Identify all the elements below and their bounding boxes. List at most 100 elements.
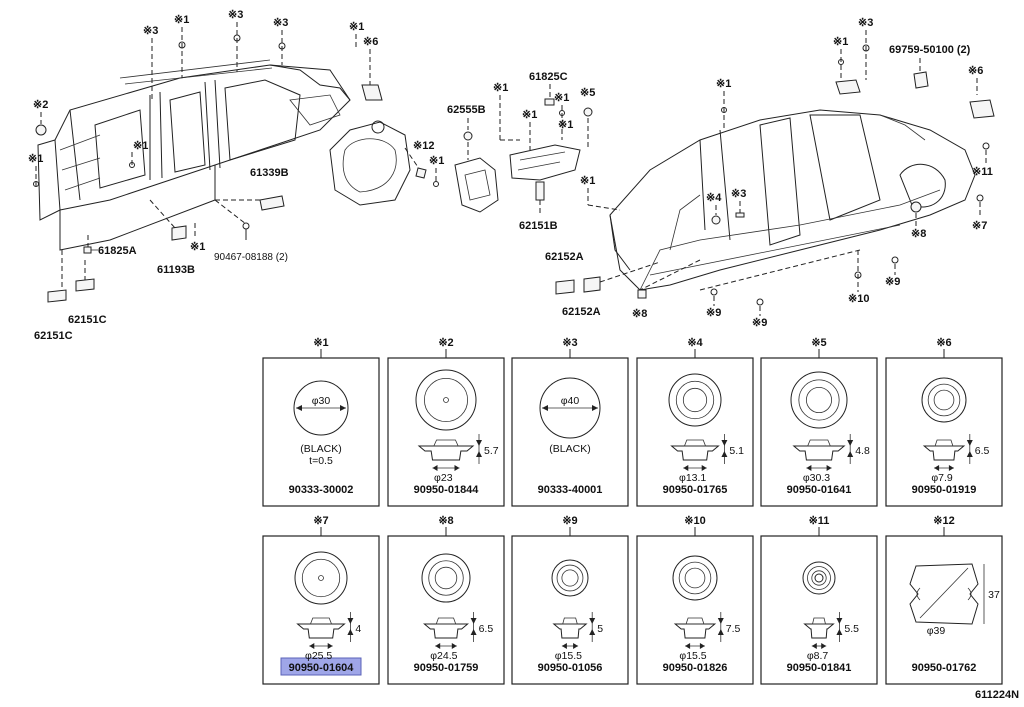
callout-left-top-3c: ※3 xyxy=(273,17,288,29)
diameter-label: φ8.7 xyxy=(807,650,829,662)
middle-brackets xyxy=(454,144,581,213)
part-label-62152A-b: 62152A xyxy=(562,306,601,318)
diameter-label: φ7.9 xyxy=(931,472,953,484)
callout-mid-1d: ※1 xyxy=(558,119,573,131)
diameter-label: φ40 xyxy=(561,395,580,407)
detail-number: ※6 xyxy=(936,337,951,349)
height-label: 6.5 xyxy=(975,445,990,457)
callout-right-4: ※4 xyxy=(706,192,722,204)
callout-right-9c: ※9 xyxy=(752,317,767,329)
detail-number: ※9 xyxy=(562,515,577,527)
part-number: 90950-01841 xyxy=(787,662,852,674)
callout-right-11: ※11 xyxy=(972,166,993,178)
detail-box-9: ※9 90950-01056 5 φ15.5 xyxy=(511,515,629,685)
diameter-label: φ25.5 xyxy=(305,650,332,662)
part-number: 90950-01844 xyxy=(414,484,480,496)
diameter-label: φ30.3 xyxy=(803,472,830,484)
callout-left-2: ※2 xyxy=(33,99,48,111)
detail-number: ※10 xyxy=(684,515,705,527)
color-note: (BLACK) xyxy=(300,443,341,455)
part-number: 90950-01765 xyxy=(663,484,728,496)
part-label-90467: 90467-08188 (2) xyxy=(214,252,288,263)
part-number: 90950-01919 xyxy=(912,484,977,496)
height-label: 7.5 xyxy=(726,623,741,635)
detail-box-8: ※8 90950-01759 6.5 φ24.5 xyxy=(387,515,505,685)
callout-right-8b: ※8 xyxy=(632,308,647,320)
height-label: 5.5 xyxy=(844,623,859,635)
detail-number: ※7 xyxy=(313,515,328,527)
callout-left-top-3b: ※3 xyxy=(228,9,243,21)
detail-number: ※5 xyxy=(811,337,826,349)
left-body-side-panel xyxy=(37,59,351,251)
detail-number: ※8 xyxy=(438,515,453,527)
part-number: 90950-01826 xyxy=(663,662,728,674)
part-number: 90950-01759 xyxy=(414,662,479,674)
callout-left-1c: ※1 xyxy=(190,241,205,253)
height-label: 5 xyxy=(597,623,603,635)
callout-mid-1b: ※1 xyxy=(554,92,569,104)
height-label: 5.7 xyxy=(484,445,499,457)
detail-box-2: ※2 90950-01844 5.7 φ23 xyxy=(387,337,505,507)
detail-box-6: ※6 90950-01919 6.5 φ7.9 xyxy=(885,337,1003,507)
detail-frame xyxy=(511,357,629,507)
callout-mid-1a: ※1 xyxy=(493,82,508,94)
callout-right-9a: ※9 xyxy=(885,276,900,288)
diameter-label: φ13.1 xyxy=(679,472,706,484)
part-label-61193B: 61193B xyxy=(157,264,195,276)
part-label-69759: 69759-50100 (2) xyxy=(889,44,971,56)
detail-box-10: ※10 90950-01826 7.5 φ15.5 xyxy=(636,515,754,685)
callout-left-12: ※12 xyxy=(413,140,434,152)
detail-frame xyxy=(511,535,629,685)
thickness-note: t=0.5 xyxy=(309,455,333,467)
diameter-label: φ15.5 xyxy=(679,650,706,662)
part-label-62555B: 62555B xyxy=(447,104,486,116)
part-number: 90333-30002 xyxy=(289,484,354,496)
part-label-62151C-b: 62151C xyxy=(34,330,73,342)
detail-number: ※1 xyxy=(313,337,328,349)
callout-mid-1c: ※1 xyxy=(522,109,537,121)
diameter-label: φ39 xyxy=(927,625,946,637)
callout-mid-5: ※5 xyxy=(580,87,595,99)
callout-right-1b: ※1 xyxy=(716,78,731,90)
callout-right-10: ※10 xyxy=(848,293,869,305)
left-wheel-house xyxy=(329,120,411,206)
diameter-label: φ23 xyxy=(434,472,453,484)
part-label-62151C-a: 62151C xyxy=(68,314,107,326)
part-label-62152A-a: 62152A xyxy=(545,251,584,263)
diameter-label: φ15.5 xyxy=(555,650,582,662)
detail-frame xyxy=(262,357,380,507)
callout-left-top-1b: ※1 xyxy=(349,21,364,33)
callout-right-3b: ※3 xyxy=(731,188,746,200)
callout-left-top-1a: ※1 xyxy=(174,14,189,26)
height-label: 37 xyxy=(988,589,1000,601)
part-label-61825A: 61825A xyxy=(98,245,137,257)
height-label: 4 xyxy=(355,623,361,635)
height-label: 5.1 xyxy=(729,445,744,457)
part-number: 90950-01056 xyxy=(538,662,603,674)
callout-right-8a: ※8 xyxy=(911,228,926,240)
callout-left-1d: ※1 xyxy=(429,155,444,167)
part-label-62151B: 62151B xyxy=(519,220,558,232)
detail-frame xyxy=(636,535,754,685)
callout-right-6: ※6 xyxy=(968,65,983,77)
diameter-label: φ24.5 xyxy=(430,650,457,662)
detail-frame xyxy=(636,357,754,507)
part-label-61339B: 61339B xyxy=(250,167,289,179)
callout-left-top-6: ※6 xyxy=(363,36,378,48)
callout-left-1a: ※1 xyxy=(28,153,43,165)
part-number: 90333-40001 xyxy=(538,484,603,496)
height-label: 6.5 xyxy=(479,623,494,635)
callout-right-1c: ※1 xyxy=(580,175,595,187)
detail-number: ※2 xyxy=(438,337,453,349)
callout-right-9b: ※9 xyxy=(706,307,721,319)
detail-number: ※3 xyxy=(562,337,577,349)
height-label: 4.8 xyxy=(855,445,870,457)
callout-right-3a: ※3 xyxy=(858,17,873,29)
detail-number: ※12 xyxy=(933,515,954,527)
right-car-body xyxy=(609,109,976,291)
callout-right-1a: ※1 xyxy=(833,36,848,48)
